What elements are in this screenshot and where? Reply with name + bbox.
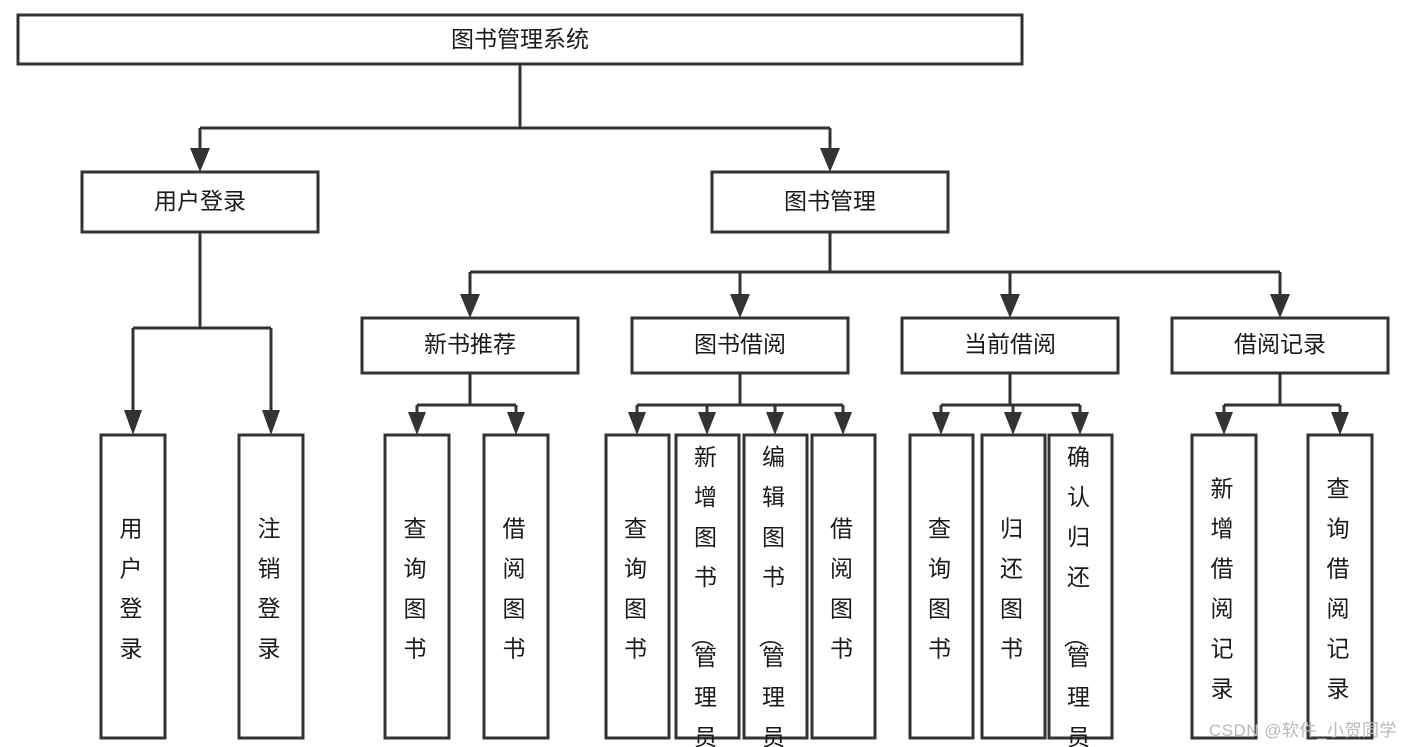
node-book-borrow-label: 图书借阅 <box>694 331 786 357</box>
node-leaf-add-record-box[interactable] <box>1190 433 1258 740</box>
node-leaf-query-book-cur-label: 查询图书 <box>928 516 955 662</box>
node-leaf-user-login-label: 用户登录 <box>120 516 147 662</box>
node-leaf-borrow-book-bor-box[interactable] <box>810 433 877 740</box>
arrow-leaf-logout <box>262 410 280 435</box>
arrow-leaf-borrow-book-rec <box>507 412 525 435</box>
node-leaf-return-book[interactable]: 归还图书 <box>980 433 1047 740</box>
node-leaf-confirm-return[interactable]: 确认归还（管理员） <box>1047 433 1114 747</box>
node-leaf-add-book[interactable]: 新增图书（管理员） <box>674 433 741 747</box>
node-book-borrow[interactable]: 图书借阅 <box>630 316 850 375</box>
node-root-label: 图书管理系统 <box>451 26 589 52</box>
arrow-current-borrow <box>1000 294 1020 318</box>
node-leaf-borrow-book-rec-label: 借阅图书 <box>503 516 530 662</box>
leaf-node-layer: 用户登录 注销登录 查询图书 借阅图书 查询图书 新增图书（管理员） 编辑图书（管理员） 借阅… <box>99 433 1374 747</box>
node-user-login[interactable]: 用户登录 <box>80 170 320 234</box>
node-leaf-query-book-cur[interactable]: 查询图书 <box>908 433 975 740</box>
node-new-book-recommend-label: 新书推荐 <box>424 331 516 357</box>
arrow-leaf-query-book-cur <box>932 412 950 435</box>
node-leaf-add-book-box[interactable] <box>674 433 741 740</box>
node-leaf-borrow-book-rec[interactable]: 借阅图书 <box>482 433 550 740</box>
arrow-borrow-record <box>1270 294 1290 318</box>
connector-layer <box>124 64 1349 435</box>
node-borrow-record[interactable]: 借阅记录 <box>1170 316 1390 375</box>
node-leaf-query-record-label: 查询借阅记录 <box>1327 476 1354 702</box>
node-root[interactable]: 图书管理系统 <box>16 13 1024 66</box>
node-leaf-logout[interactable]: 注销登录 <box>237 433 305 740</box>
node-leaf-confirm-return-label: 确认归还（管理员） <box>1062 444 1094 747</box>
arrow-leaf-add-record <box>1215 412 1233 435</box>
node-leaf-query-book-cur-box[interactable] <box>908 433 975 740</box>
arrow-leaf-query-record <box>1331 412 1349 435</box>
node-new-book-recommend[interactable]: 新书推荐 <box>360 316 580 375</box>
node-borrow-record-label: 借阅记录 <box>1234 331 1326 357</box>
arrow-book-manage <box>820 148 840 172</box>
node-current-borrow-box[interactable] <box>900 316 1120 375</box>
node-leaf-add-book-label: 新增图书（管理员） <box>689 444 721 747</box>
node-user-login-box[interactable] <box>80 170 320 234</box>
arrow-leaf-return-book <box>1004 412 1022 435</box>
arrow-user-login <box>190 148 210 172</box>
node-borrow-record-box[interactable] <box>1170 316 1390 375</box>
node-leaf-edit-book-box[interactable] <box>742 433 809 740</box>
node-book-manage-label: 图书管理 <box>784 188 876 214</box>
node-book-manage[interactable]: 图书管理 <box>710 170 950 234</box>
node-leaf-query-book-bor[interactable]: 查询图书 <box>604 433 671 740</box>
node-leaf-query-book-rec[interactable]: 查询图书 <box>383 433 451 740</box>
node-current-borrow-label: 当前借阅 <box>964 331 1056 357</box>
node-root-box[interactable] <box>16 13 1024 66</box>
arrow-leaf-confirm-return <box>1071 412 1089 435</box>
arrow-leaf-edit-book <box>766 412 784 435</box>
node-book-borrow-box[interactable] <box>630 316 850 375</box>
node-leaf-borrow-book-bor-label: 借阅图书 <box>830 516 857 662</box>
node-leaf-borrow-book-rec-box[interactable] <box>482 433 550 740</box>
arrow-leaf-user-login <box>124 410 142 435</box>
node-leaf-query-book-rec-label: 查询图书 <box>404 516 431 662</box>
arrow-leaf-query-book-bor <box>628 412 646 435</box>
node-leaf-add-record[interactable]: 新增借阅记录 <box>1190 433 1258 740</box>
node-leaf-return-book-label: 归还图书 <box>1000 516 1027 662</box>
arrow-leaf-query-book-rec <box>408 412 426 435</box>
node-leaf-query-record-box[interactable] <box>1306 433 1374 740</box>
node-leaf-edit-book-label: 编辑图书（管理员） <box>757 444 789 747</box>
node-leaf-logout-label: 注销登录 <box>258 516 285 662</box>
node-leaf-query-book-bor-box[interactable] <box>604 433 671 740</box>
node-book-manage-box[interactable] <box>710 170 950 234</box>
arrow-book-borrow <box>730 294 750 318</box>
node-leaf-user-login-box[interactable] <box>99 433 167 740</box>
node-leaf-logout-box[interactable] <box>237 433 305 740</box>
node-leaf-borrow-book-bor[interactable]: 借阅图书 <box>810 433 877 740</box>
arrow-leaf-borrow-book-bor <box>834 412 852 435</box>
node-leaf-edit-book[interactable]: 编辑图书（管理员） <box>742 433 809 747</box>
node-user-login-label: 用户登录 <box>154 188 246 214</box>
arrow-new-book-rec <box>460 294 480 318</box>
node-new-book-recommend-box[interactable] <box>360 316 580 375</box>
arrow-leaf-add-book <box>698 412 716 435</box>
node-current-borrow[interactable]: 当前借阅 <box>900 316 1120 375</box>
node-leaf-query-book-rec-box[interactable] <box>383 433 451 740</box>
node-leaf-add-record-label: 新增借阅记录 <box>1211 476 1238 702</box>
node-leaf-confirm-return-box[interactable] <box>1047 433 1114 740</box>
node-leaf-user-login[interactable]: 用户登录 <box>99 433 167 740</box>
node-leaf-query-record[interactable]: 查询借阅记录 <box>1306 433 1374 740</box>
node-leaf-return-book-box[interactable] <box>980 433 1047 740</box>
node-leaf-query-book-bor-label: 查询图书 <box>624 516 651 662</box>
